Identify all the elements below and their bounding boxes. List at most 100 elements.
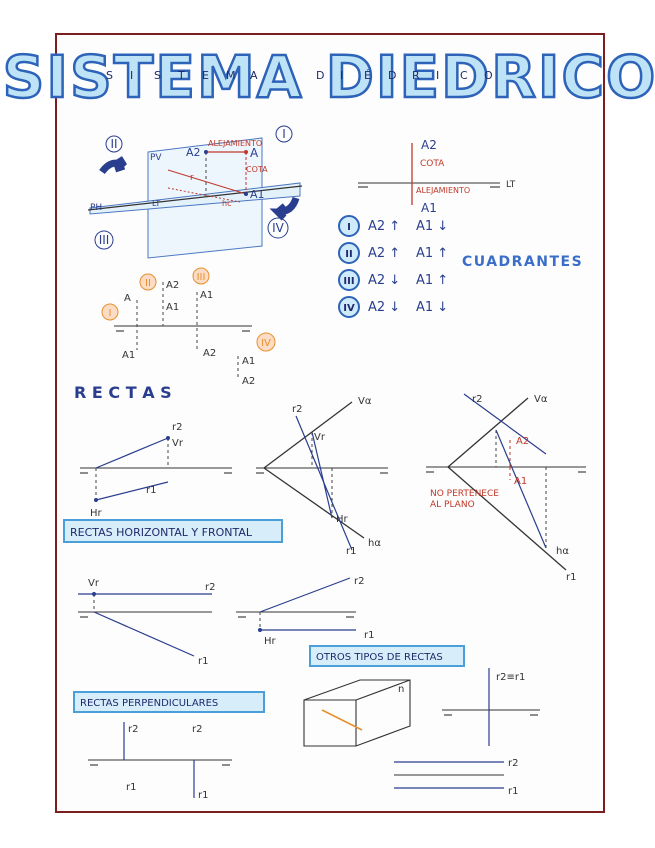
r1d-hr-label: Hr: [90, 508, 103, 519]
qp-ii-label: II: [145, 278, 151, 289]
hf-r1-label: r1: [198, 656, 208, 667]
r3d-r1-label: r1: [566, 572, 576, 583]
projection-diagram: A2 COTA ALEJAMIENTO LT A1: [358, 138, 516, 215]
quadrant-ii-circle: [105, 135, 123, 153]
title-letter: C: [460, 69, 468, 82]
qp-i-circle: [101, 303, 119, 321]
no-pertenece-label: NO PERTENECE: [430, 489, 499, 499]
title-letter: R: [412, 69, 420, 82]
perp-r2-label: r2: [128, 724, 138, 735]
r1d-r2-label: r2: [172, 422, 182, 433]
hf2-hr-label: Hr: [264, 636, 277, 647]
r3d-a2-label: A2: [516, 436, 529, 447]
point-a2: [204, 150, 208, 154]
proj-a1-label: A1: [421, 201, 437, 215]
horizontal-frontal-label: RECTAS HORIZONTAL Y FRONTAL: [70, 526, 253, 539]
quadrant-i-label: I: [282, 127, 286, 141]
quadrant-a2-value: A2 ↓: [368, 273, 400, 288]
title-letter: I: [340, 69, 343, 82]
horizontal-frontal-diagrams: Vr r2 r1 r2 r1 Hr: [78, 576, 374, 667]
r2-line-1: [95, 437, 169, 469]
perspective-line: [321, 709, 363, 731]
recta-diagram-1: r2 Vr r1 Hr: [80, 422, 232, 519]
r-line: [167, 169, 247, 195]
title-letter: I: [130, 69, 133, 82]
proj-cota-label: COTA: [420, 159, 445, 169]
qp-iv-circle: [256, 332, 276, 352]
quadrant-number: I: [347, 222, 351, 233]
title-letter: T: [177, 69, 185, 82]
qp-iii-circle: [192, 267, 210, 285]
r3d-a1-label: A1: [514, 476, 527, 487]
hf-r2-label: r2: [205, 582, 215, 593]
quadrant-badge: [338, 269, 360, 291]
perpendiculares-box: [73, 691, 265, 713]
quadrant-number: III: [343, 276, 354, 287]
r3d-va-label: Vα: [534, 394, 548, 405]
lt-line: [87, 185, 303, 211]
rectas-title: R E C T A S: [74, 383, 172, 402]
otros-tipos-label: OTROS TIPOS DE RECTAS: [316, 652, 443, 663]
a2-label: A2: [186, 146, 201, 159]
perp-r1-label: r1: [126, 782, 136, 793]
perpendiculares-label: RECTAS PERPENDICULARES: [80, 698, 218, 709]
hc-line: [167, 187, 241, 203]
quadrant-iv-circle: [267, 217, 289, 239]
title-letter: E: [202, 69, 209, 82]
quadrant-a1-value: A1 ↓: [416, 300, 448, 315]
qp-a1-label-1: A1: [122, 350, 135, 361]
quadrant-points-diagram: I II III IV A A1 A2 A1 A1 A2 A1 A2: [101, 267, 276, 387]
rotation-arrow-right: [269, 196, 300, 221]
qp-a1-label-4: A1: [242, 356, 255, 367]
quadrant-i-circle: [275, 125, 293, 143]
qp-iv-label: IV: [261, 338, 271, 349]
r2d-r2-label: r2: [292, 404, 302, 415]
quadrant-iii-label: III: [99, 233, 110, 247]
r2d-hr-label: Hr: [336, 514, 349, 525]
title-letter: D: [388, 69, 396, 82]
quadrant-a2-value: A2 ↓: [368, 300, 400, 315]
r2-eq-r1-label: r2≡r1: [496, 672, 525, 683]
title-big: SISTEMA DIEDRICO: [3, 43, 655, 111]
quadrant-a1-value: A1 ↑: [416, 273, 448, 288]
a-label: A: [250, 146, 259, 160]
title-letter: É: [364, 69, 371, 82]
va-trace: [263, 401, 353, 469]
ha-trace: [263, 467, 365, 539]
qp-ii-circle: [139, 273, 157, 291]
box-perspective: n: [303, 679, 411, 747]
a1-label: A1: [250, 188, 265, 201]
r1-line-1: [95, 481, 169, 501]
quadrant-iv-label: IV: [272, 221, 285, 235]
proj-lt-label: LT: [506, 180, 516, 190]
qp-a2-label-4: A2: [242, 376, 255, 387]
recta-diagram-2: r2 Vα Vr Hr hα r1: [256, 396, 388, 557]
r2d-vr-label: Vr: [314, 432, 326, 443]
r2d-ha-label: hα: [368, 538, 381, 549]
quadrant-a1-value: A1 ↑: [416, 246, 448, 261]
box-n-label: n: [398, 684, 404, 695]
hf-vr-label: Vr: [88, 578, 100, 589]
lt-label: LT: [152, 199, 160, 208]
hf2-r1-label: r1: [364, 630, 374, 641]
quadrant-3d-diagram: II I III IV PV PH LT A2 A A1 ALEJAMIENTO…: [87, 125, 303, 259]
hc-label: hc: [222, 199, 231, 208]
parallel-r1-label: r1: [508, 786, 518, 797]
horizontal-frontal-box: [63, 519, 283, 543]
r2d-r1-label: r1: [346, 546, 356, 557]
al-plano-label: AL PLANO: [430, 500, 475, 510]
other-lines-diagram: r2≡r1 r2 r1: [394, 668, 540, 797]
quadrant-badge: [338, 242, 360, 264]
quadrant-badge: [338, 215, 360, 237]
perp-r2-label-2: r2: [192, 724, 202, 735]
quadrant-number: II: [345, 249, 352, 260]
quadrant-a1-value: A1 ↓: [416, 219, 448, 234]
otros-tipos-box: [309, 645, 465, 667]
quadrant-badge: [338, 296, 360, 318]
r3d-ha-label: hα: [556, 546, 569, 557]
proj-a2-label: A2: [421, 138, 437, 152]
cuadrantes-title: CUADRANTES: [462, 254, 583, 270]
qp-i-label: I: [109, 308, 112, 319]
